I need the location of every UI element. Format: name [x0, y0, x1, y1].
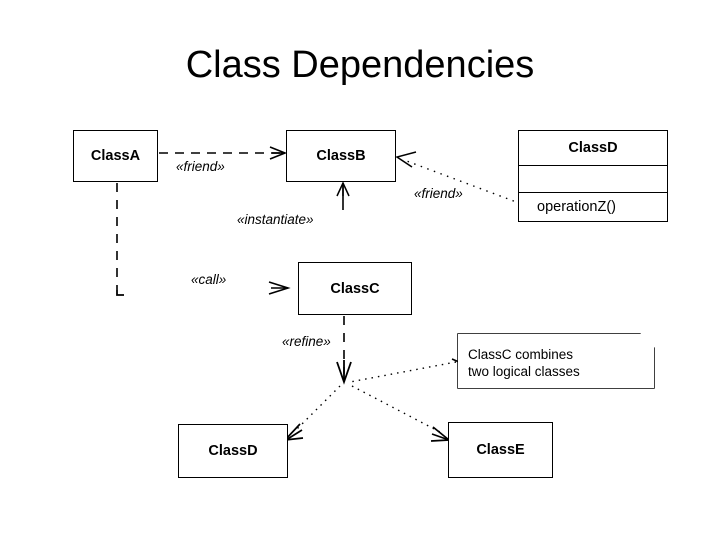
class-name-classD-top: ClassD: [519, 131, 667, 166]
stereotype-instantiate: «instantiate»: [237, 212, 314, 227]
class-attributes-compartment: [519, 166, 667, 193]
stereotype-friend-a-b: «friend»: [176, 159, 225, 174]
stereotype-refine: «refine»: [282, 334, 331, 349]
class-name-classE: ClassE: [476, 442, 525, 458]
class-box-classE[interactable]: ClassE: [448, 422, 553, 478]
class-box-classD-top[interactable]: ClassD operationZ(): [518, 130, 668, 222]
class-name-classB: ClassB: [316, 148, 366, 164]
connector-instantiate-to-classB: [336, 181, 350, 210]
class-box-classD-bottom[interactable]: ClassD: [178, 424, 288, 478]
connector-note-to-classD: [282, 385, 341, 442]
operation-label: operationZ(): [537, 199, 616, 215]
class-box-classA[interactable]: ClassA: [73, 130, 158, 182]
class-box-classC[interactable]: ClassC: [298, 262, 412, 315]
stereotype-friend-d-b: «friend»: [414, 186, 463, 201]
page-title: Class Dependencies: [185, 44, 535, 86]
class-name-classD-bottom: ClassD: [208, 443, 258, 459]
class-name-classC: ClassC: [330, 280, 380, 297]
class-operations-compartment: operationZ(): [519, 193, 667, 221]
connector-note-to-refine: [349, 358, 460, 383]
stereotype-call: «call»: [191, 272, 227, 287]
connector-note-to-classE: [351, 385, 452, 442]
connector-classC-refine: [336, 316, 352, 385]
class-box-classB[interactable]: ClassB: [286, 130, 396, 182]
connector-classA-to-classB: [159, 146, 288, 160]
note-classC-combines: ClassC combines two logical classes: [458, 334, 654, 388]
class-name-classA: ClassA: [90, 148, 141, 164]
note-text: ClassC combines two logical classes: [468, 347, 580, 379]
